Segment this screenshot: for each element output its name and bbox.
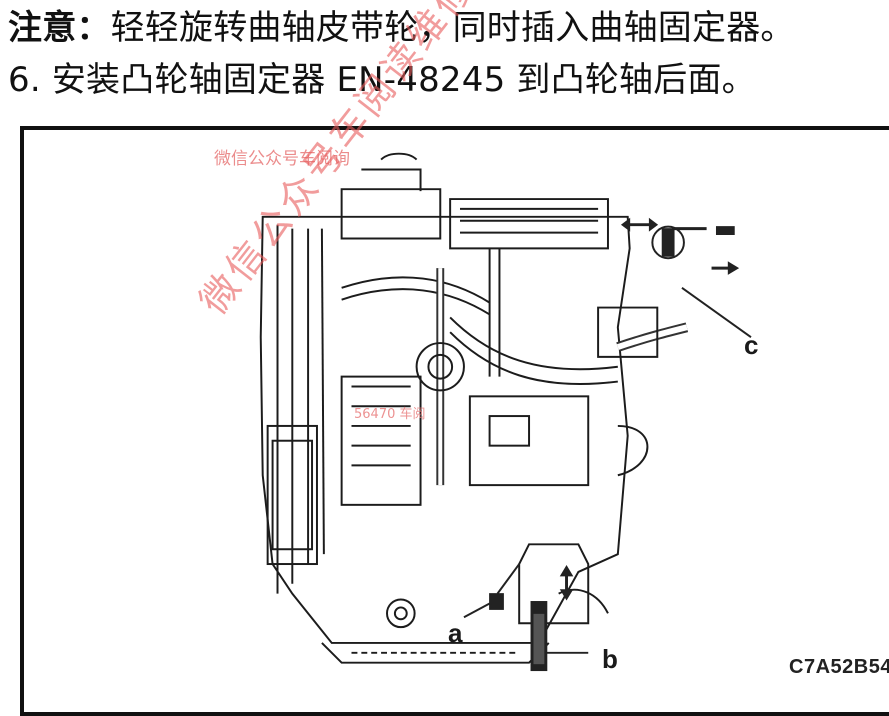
callout-a: a xyxy=(448,618,463,648)
step-6-line: 6. 安装凸轮轴固定器 EN-48245 到凸轮轴后面。 xyxy=(8,60,756,100)
watermark-top: 微信公众号车阅询 xyxy=(214,149,350,169)
note-text: 轻轻旋转曲轴皮带轮，同时插入曲轴固定器。 xyxy=(110,8,795,48)
note-label: 注意： xyxy=(8,8,111,48)
engine-diagram: 微信公众号车阅询 微信公众号车阅读维修师 56470 车阅 a b c C7A5… xyxy=(20,0,889,716)
step-text: 安装凸轮轴固定器 EN-48245 到凸轮轴后面。 xyxy=(51,60,756,100)
figure-code: C7A52B54 xyxy=(789,656,889,678)
callout-c: c xyxy=(744,330,759,360)
callout-b: b xyxy=(602,644,618,674)
step-number: 6. xyxy=(8,60,41,100)
watermark-middle: 56470 车阅 xyxy=(354,407,426,422)
engine-illustration xyxy=(259,152,752,672)
note-line: 注意：轻轻旋转曲轴皮带轮，同时插入曲轴固定器。 xyxy=(8,8,795,48)
